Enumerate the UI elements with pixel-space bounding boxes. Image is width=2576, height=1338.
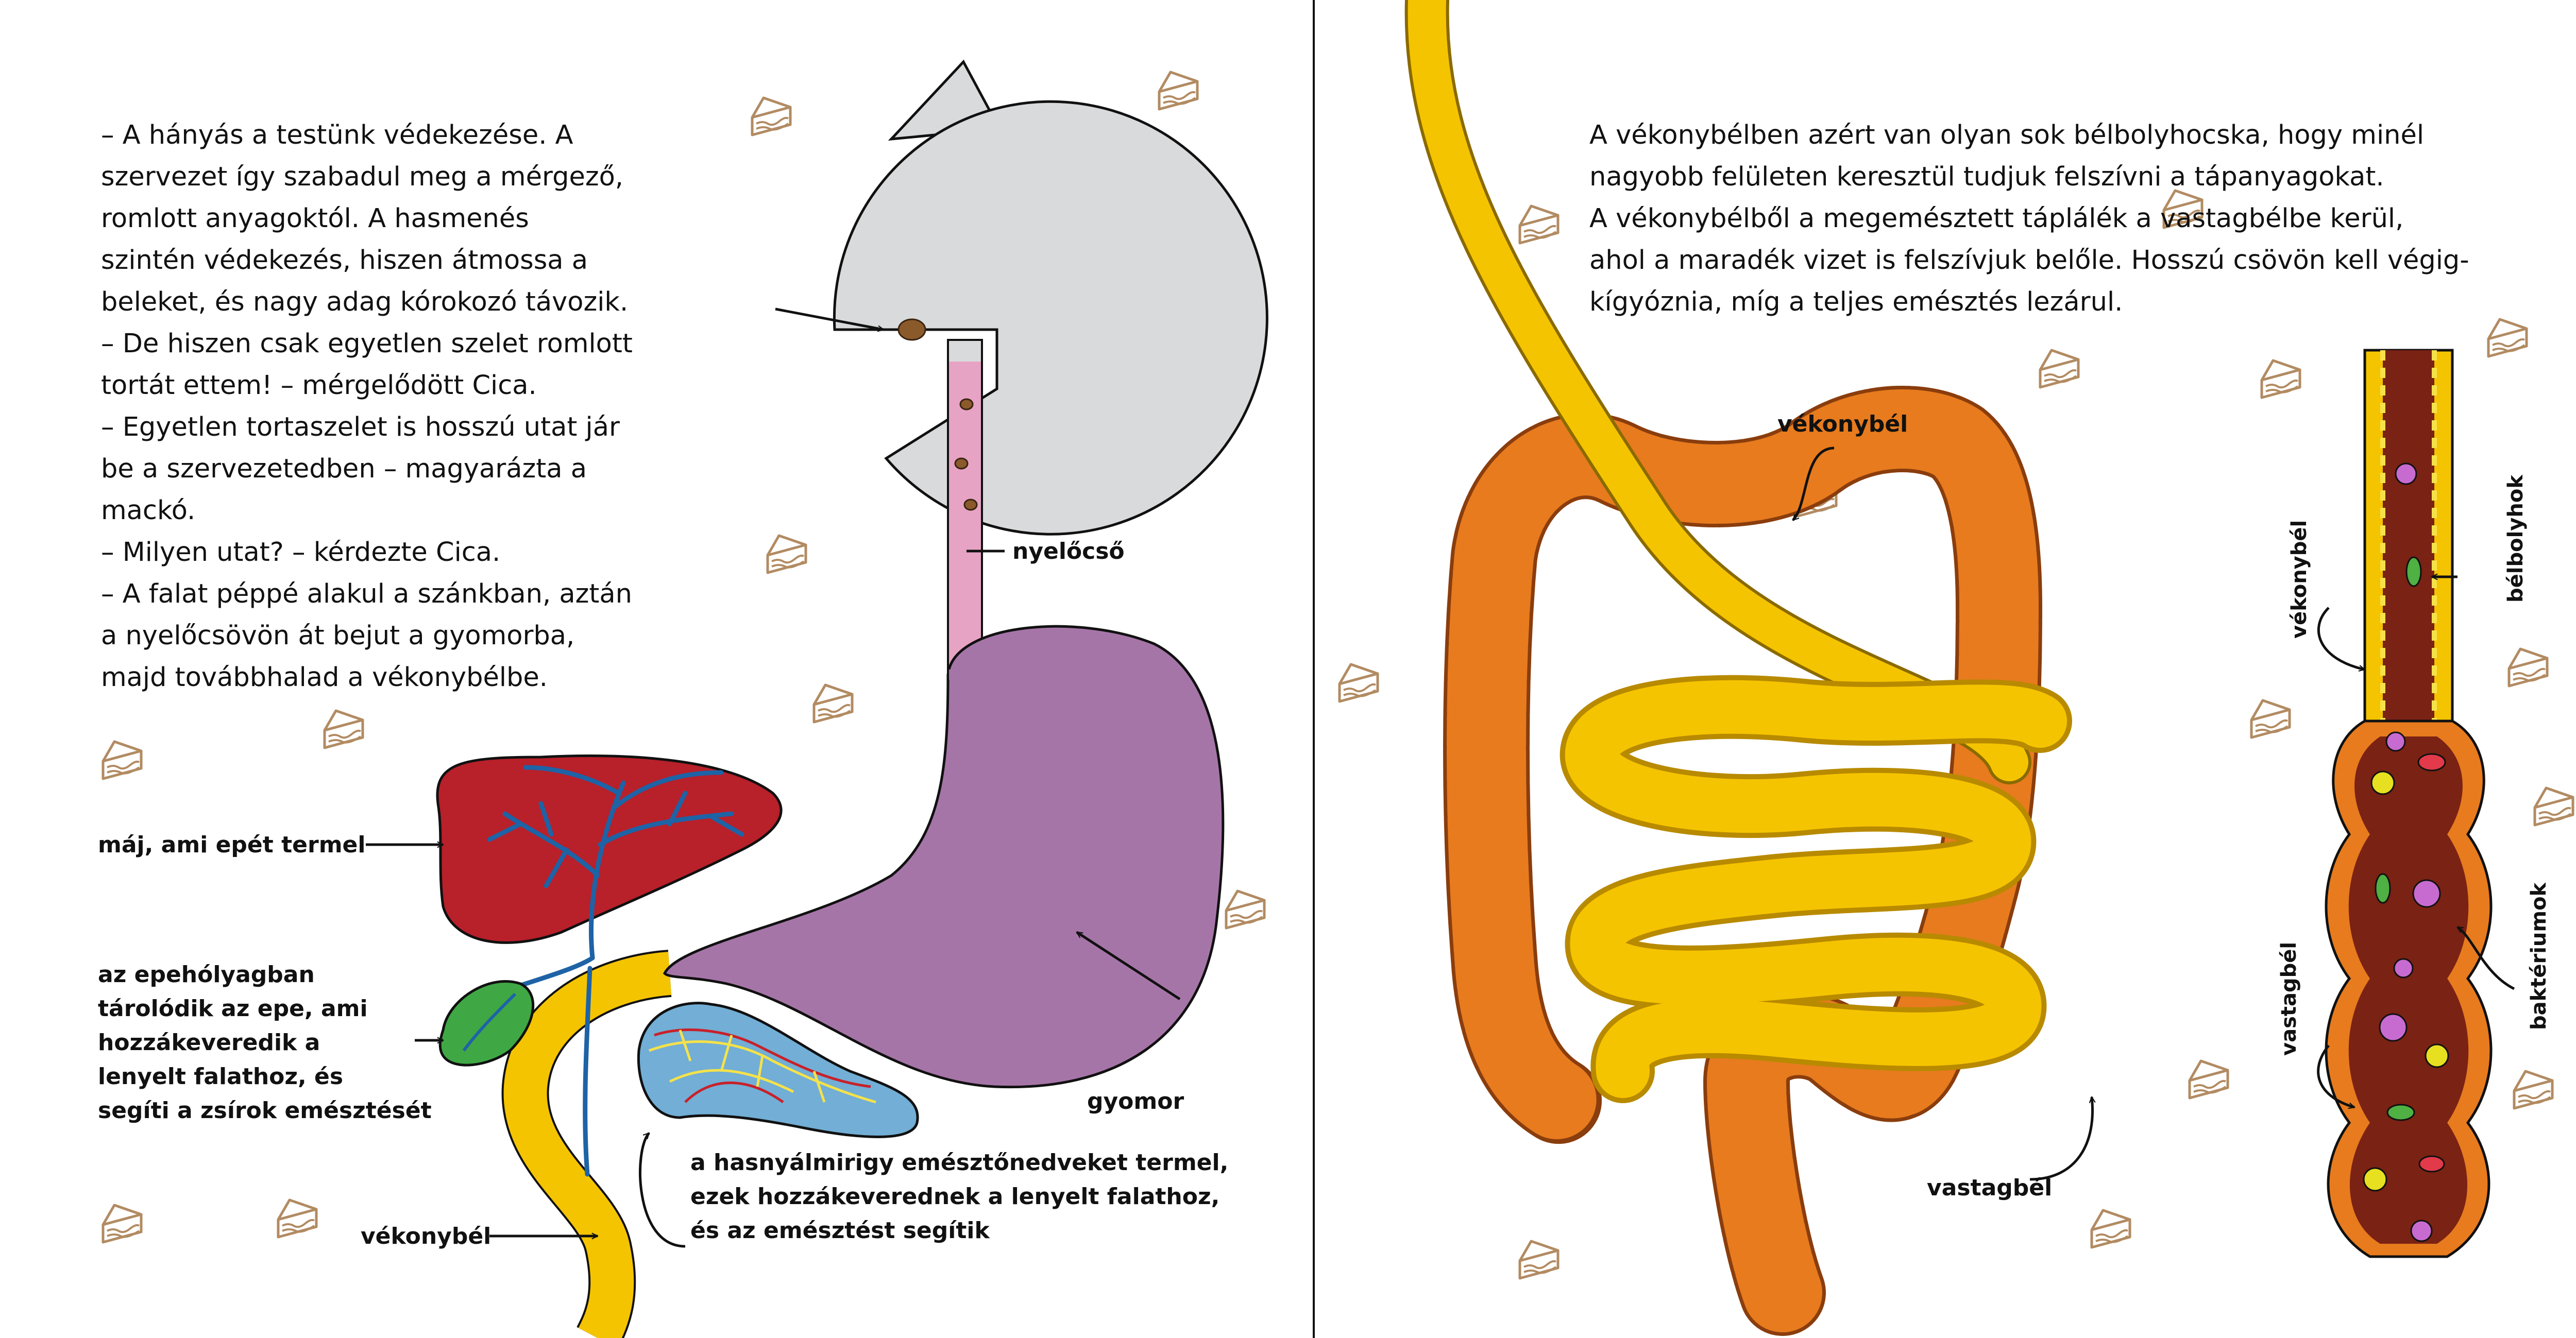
story-line: – A falat péppé alakul a szánkban, aztán xyxy=(101,579,632,609)
villi-label: bélbolyhok xyxy=(2504,475,2528,603)
cake-slice-icon xyxy=(814,685,852,722)
left-story-text: – A hányás a testünk védekezése. A szerv… xyxy=(101,114,719,698)
stomach xyxy=(663,625,1225,1089)
bacteria-icon xyxy=(2395,462,2417,485)
bacteria-icons xyxy=(2363,462,2449,1242)
cake-slice-icon xyxy=(325,711,363,748)
story-line: A vékonybélből a megemésztett táplálék a… xyxy=(1589,203,2404,234)
esophagus xyxy=(947,339,983,686)
story-line: mackó. xyxy=(101,495,196,526)
bacteria-icon xyxy=(2418,1155,2445,1173)
bacteria-icon xyxy=(2412,879,2441,908)
tube-small-intestine-label: vékonybél xyxy=(2287,520,2311,639)
cake-slice-icon xyxy=(768,536,806,573)
tube-large-intestine-label: vastagbél xyxy=(2277,941,2301,1056)
intestine-cross-section xyxy=(2325,349,2493,1258)
liver xyxy=(436,754,783,944)
story-line: – Egyetlen tortaszelet is hosszú utat já… xyxy=(101,412,620,442)
bacteria-icon xyxy=(2417,753,2446,771)
story-line: A vékonybélben azért van olyan sok bélbo… xyxy=(1589,120,2424,150)
label-line: és az emésztést segítik xyxy=(690,1217,990,1244)
large-intestine-label: vastagbél xyxy=(1927,1175,2053,1201)
label-line: ezek hozzákeverednek a lenyelt falathoz, xyxy=(690,1183,1220,1210)
cake-slice-icon xyxy=(2092,1210,2130,1247)
bacteria-icon xyxy=(2379,1013,2408,1042)
arrow-icons-right xyxy=(1792,447,2515,1181)
story-line: nagyobb felületen keresztül tudjuk felsz… xyxy=(1589,162,2384,192)
food-pieces xyxy=(897,318,978,511)
story-line: – De hiszen csak egyetlen szelet romlott xyxy=(101,329,633,359)
story-line: – A hányás a testünk védekezése. A xyxy=(101,120,573,150)
small-intestine-label-left: vékonybél xyxy=(361,1223,492,1249)
cat-head xyxy=(833,59,1268,536)
bacteria-icon xyxy=(2370,770,2395,795)
gallbladder-label: az epehólyagban tárolódik az epe, ami ho… xyxy=(98,958,432,1128)
label-line: hozzákeveredik a xyxy=(98,1030,320,1056)
story-line: be a szervezetedben – magyarázta a xyxy=(101,454,587,484)
label-line: segíti a zsírok emésztését xyxy=(98,1097,432,1124)
bacteria-icon xyxy=(2405,556,2422,587)
bile-ducts xyxy=(487,765,744,1177)
bacteria-icon xyxy=(2410,1220,2433,1242)
story-line: tortát ettem! – mérgelődött Cica. xyxy=(101,370,537,401)
pancreas-label: a hasnyálmirigy emésztőnedveket termel, … xyxy=(690,1146,1228,1248)
bacteria-label: baktériumok xyxy=(2527,882,2551,1030)
story-line: majd továbbhalad a vékonybélbe. xyxy=(101,662,548,693)
cake-slice-icon xyxy=(1226,891,1264,928)
arrow-icons-left xyxy=(366,307,1181,1248)
right-story-text: A vékonybélben azért van olyan sok bélbo… xyxy=(1589,114,2568,323)
story-line: a nyelőcsövön át bejut a gyomorba, xyxy=(101,621,575,651)
bacteria-icon xyxy=(2425,1043,2449,1068)
label-line: tárolódik az epe, ami xyxy=(98,996,368,1022)
bacteria-icon xyxy=(2375,873,2391,904)
cake-slice-icon xyxy=(278,1200,316,1237)
story-line: szervezet így szabadul meg a mérgező, xyxy=(101,162,623,192)
bacteria-icon xyxy=(2393,958,2414,979)
pancreas xyxy=(637,1002,919,1138)
story-line: romlott anyagoktól. A hasmenés xyxy=(101,203,529,234)
pancreas-vessels xyxy=(649,1028,876,1104)
cake-slice-icon xyxy=(2514,1071,2552,1108)
bacteria-icon xyxy=(2386,1104,2415,1121)
cake-slice-icon xyxy=(2535,788,2573,825)
story-line: – Milyen utat? – kérdezte Cica. xyxy=(101,537,501,568)
stomach-label: gyomor xyxy=(1087,1088,1184,1114)
cake-slice-icon xyxy=(103,1205,141,1242)
cake-slice-icon xyxy=(1340,664,1378,701)
cake-slice-icon xyxy=(2040,350,2078,387)
label-line: az epehólyagban xyxy=(98,962,315,988)
cake-slice-icon xyxy=(2190,1061,2228,1098)
small-intestine-right xyxy=(1404,0,2072,1103)
cake-slice-icon xyxy=(752,98,790,135)
small-intestine-label-right: vékonybél xyxy=(1777,411,1908,437)
story-line: szintén védekezés, hiszen átmossa a xyxy=(101,245,588,276)
label-line: lenyelt falathoz, és xyxy=(98,1063,344,1090)
cake-slice-icon xyxy=(2509,649,2547,686)
liver-label: máj, ami epét termel xyxy=(98,832,366,858)
cake-slice-icon xyxy=(2488,319,2527,356)
cake-slice-icon xyxy=(2262,361,2300,398)
story-line: kígyóznia, míg a teljes emésztés lezárul… xyxy=(1589,287,2123,317)
bacteria-icon xyxy=(2385,731,2406,752)
cake-slice-icon xyxy=(1159,72,1197,109)
bacteria-icon xyxy=(2363,1167,2387,1192)
cake-slice-icon xyxy=(1520,1241,1558,1278)
cake-slice-icon xyxy=(2251,700,2290,737)
story-line: beleket, és nagy adag kórokozó távozik. xyxy=(101,287,629,317)
cake-slice-icon xyxy=(1520,206,1558,243)
esophagus-label: nyelőcső xyxy=(1012,538,1125,564)
story-line: ahol a maradék vizet is felszívjuk belől… xyxy=(1589,245,2469,276)
label-line: a hasnyálmirigy emésztőnedveket termel, xyxy=(690,1150,1229,1176)
cake-slice-icon xyxy=(103,742,141,779)
